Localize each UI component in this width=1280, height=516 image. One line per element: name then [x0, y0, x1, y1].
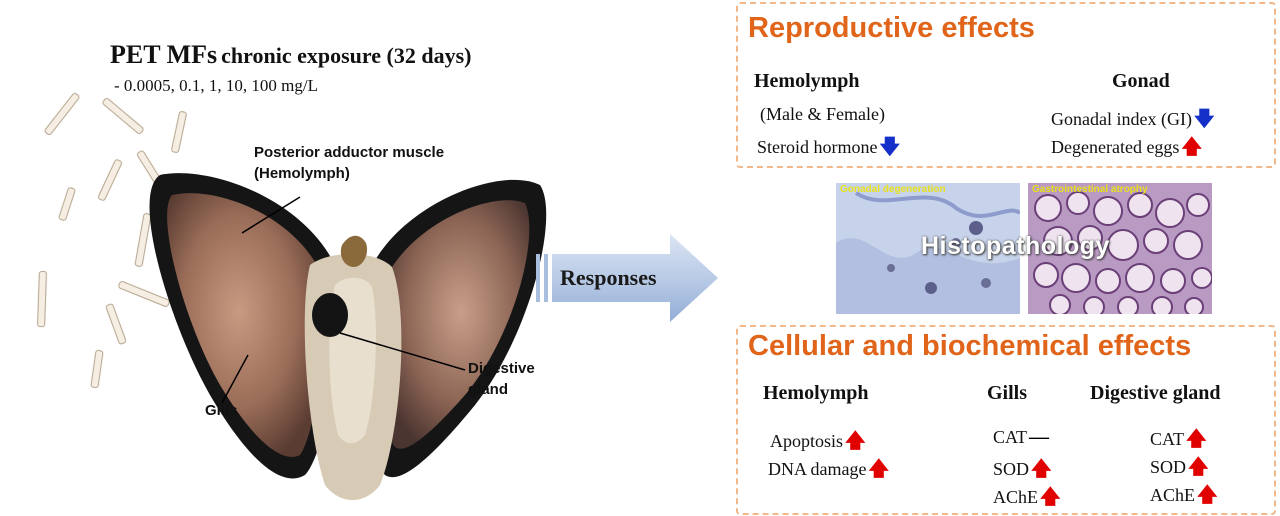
gonadal-index-text: Gonadal index (GI) [1051, 109, 1192, 129]
digestive-ache-text: AChE [1150, 485, 1195, 505]
gonad-tissue-graphic [836, 191, 1022, 314]
histology-gut-image [1028, 183, 1213, 318]
histology-left-caption: Gonadal degeneration [840, 184, 946, 195]
repro-hemolymph-line1: (Male & Female) [760, 104, 885, 124]
title-rest: chronic exposure (32 days) [221, 43, 472, 68]
up-arrow-icon: 🡅 [868, 458, 890, 480]
cell-digestive-header: Digestive gland [1090, 382, 1221, 404]
mussel-photo [149, 173, 547, 500]
no-change-dash-icon: — [1029, 426, 1050, 448]
microfiber [90, 349, 104, 389]
cell-hemolymph-item: Apoptosis🡅 [770, 426, 866, 460]
digestive-cat-text: CAT [1150, 429, 1185, 449]
microfiber [101, 96, 145, 136]
repro-hemolymph-header: Hemolymph [754, 70, 860, 92]
degenerated-eggs-text: Degenerated eggs [1051, 137, 1180, 157]
exposure-title: PET MFs chronic exposure (32 days) [110, 40, 472, 70]
microfiber [170, 110, 188, 154]
cell-gills-header: Gills [987, 382, 1028, 404]
dna-damage-text: DNA damage [768, 459, 867, 479]
responses-label: Responses [560, 265, 657, 290]
digestive-label-line2: gland [468, 381, 508, 398]
up-arrow-icon: 🡅 [1186, 428, 1207, 450]
concentration-list: - 0.0005, 0.1, 1, 10, 100 mg/L [114, 76, 318, 95]
up-arrow-icon: 🡅 [1188, 456, 1209, 478]
up-arrow-icon: 🡅 [1181, 136, 1202, 158]
cell-gills-item: AChE🡅 [993, 482, 1061, 516]
muscle-label-line2: (Hemolymph) [254, 165, 350, 182]
microfiber [57, 186, 77, 222]
gills-ache-text: AChE [993, 487, 1038, 507]
gills-sod-text: SOD [993, 459, 1030, 479]
histology-right-caption: Gastrointestinal atrophy [1032, 184, 1148, 195]
microfiber [105, 302, 127, 346]
cell-digestive-item: CAT🡅 [1150, 424, 1207, 458]
repro-gonad-line2: Degenerated eggs🡅 [1051, 132, 1202, 166]
microfiber [37, 270, 47, 328]
cell-gills-item: SOD🡅 [993, 454, 1052, 488]
up-arrow-icon: 🡅 [1197, 484, 1218, 506]
up-arrow-icon: 🡅 [1031, 458, 1052, 480]
reproductive-title: Reproductive effects [748, 12, 1035, 44]
down-arrow-icon: 🡇 [879, 136, 901, 158]
cell-gills-item: CAT— [993, 426, 1049, 449]
digestive-sod-text: SOD [1150, 457, 1187, 477]
muscle-label: Posterior adductor muscle (Hemolymph) [254, 142, 444, 184]
repro-gonad-header: Gonad [1112, 70, 1170, 92]
cell-hemolymph-header: Hemolymph [763, 382, 869, 404]
repro-hemolymph-line2: Steroid hormone🡇 [757, 132, 900, 166]
cellular-effects-box [736, 325, 1276, 515]
apoptosis-text: Apoptosis [770, 431, 844, 451]
cell-digestive-item: AChE🡅 [1150, 480, 1218, 514]
gills-label: Gills [205, 402, 238, 419]
title-main: PET MFs [110, 40, 218, 69]
steroid-hormone-text: Steroid hormone [757, 137, 878, 157]
up-arrow-icon: 🡅 [1040, 486, 1061, 508]
muscle-label-line1: Posterior adductor muscle [254, 144, 445, 161]
cell-digestive-item: SOD🡅 [1150, 452, 1209, 486]
cell-hemolymph-item: DNA damage🡅 [768, 454, 889, 488]
digestive-label: Digestive gland [468, 358, 535, 400]
responses-arrow [536, 234, 718, 322]
repro-gonad-line1: Gonadal index (GI)🡇 [1051, 104, 1215, 138]
histology-gonad-image [836, 183, 1022, 314]
microfiber [97, 158, 123, 202]
microfiber [43, 91, 81, 137]
gills-cat-text: CAT [993, 427, 1028, 447]
histopathology-title: Histopathology [921, 232, 1110, 260]
cellular-title: Cellular and biochemical effects [748, 330, 1192, 362]
reproductive-effects-box [736, 2, 1276, 168]
down-arrow-icon: 🡇 [1193, 108, 1215, 130]
digestive-label-line1: Digestive [468, 360, 535, 377]
up-arrow-icon: 🡅 [845, 430, 866, 452]
gut-tissue-graphic [1033, 191, 1213, 318]
